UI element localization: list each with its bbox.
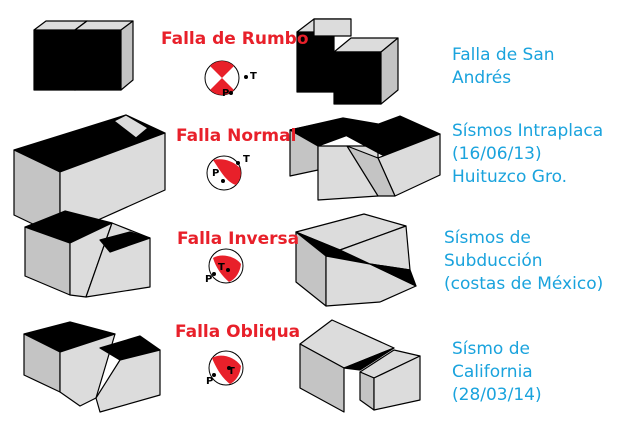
example-oblique: Sísmo de California (28/03/14) [452,338,542,407]
p-axis-label-4: P [206,376,213,387]
p-axis-label-3: P [205,274,212,285]
fault-label-strike-slip: Falla de Rumbo [161,29,309,49]
example-line: California [452,362,533,382]
p-axis-label-2: P [212,168,219,179]
t-axis-label-1: T [250,71,257,82]
example-line: (16/06/13) [452,144,542,164]
example-line: Sísmos de [444,228,531,248]
example-line: Subducción [444,251,543,271]
fault-label-oblique: Falla Obliqua [175,322,301,342]
example-normal: Sísmos Intraplaca (16/06/13) Huituzco Gr… [452,120,603,189]
beachball-reverse [208,248,244,284]
fault-label-normal: Falla Normal [176,126,297,146]
normal-fault-block-after [289,115,441,201]
reverse-fault-block-before [24,210,151,298]
beachball-normal [206,155,242,191]
normal-fault-block-before [13,114,166,238]
oblique-fault-block-before [23,321,161,413]
p-axis-label-1: P [222,88,229,99]
t-axis-label-2: T [243,154,250,165]
example-line: Sísmos Intraplaca [452,121,604,141]
example-strike-slip: Falla de San Andrés [452,44,555,90]
example-line: (28/03/14) [452,385,542,405]
example-reverse: Sísmos de Subducción (costas de México) [444,227,603,296]
t-axis-label-3: T [218,262,225,273]
example-line: Falla de San [452,45,555,65]
example-line: Sísmo de [452,339,530,359]
strike-slip-block-before [33,20,134,91]
beachball-oblique [208,350,244,386]
strike-slip-block-after [296,18,399,105]
example-line: Andrés [452,68,512,88]
example-line: Huituzco Gro. [452,167,568,187]
reverse-fault-block-after [295,213,417,307]
beachball-strike-slip [204,60,248,96]
fault-label-reverse: Falla Inversa [177,229,300,249]
oblique-fault-block-after [299,319,421,413]
example-line: (costas de México) [444,274,604,294]
t-axis-label-4: T [228,366,235,377]
